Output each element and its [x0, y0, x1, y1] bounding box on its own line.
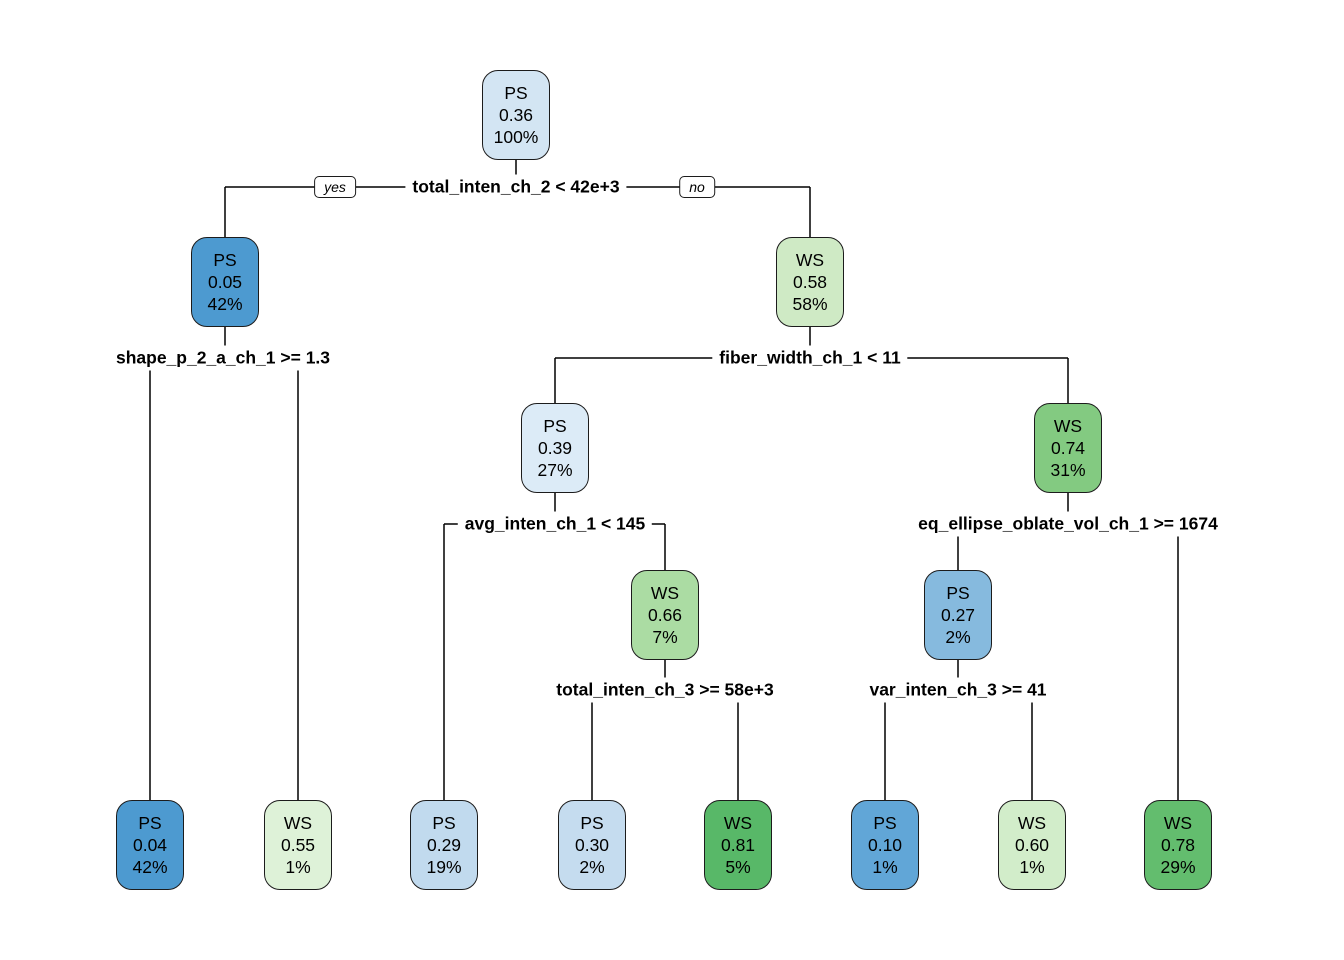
node-prob: 0.30 [574, 835, 610, 855]
leaf-6: PS 0.10 1% [851, 800, 919, 890]
node-prob: 0.10 [867, 835, 903, 855]
leaf-2: WS 0.55 1% [264, 800, 332, 890]
node-depth1-right: WS 0.58 58% [776, 237, 844, 327]
edge-shape-split [149, 327, 299, 800]
node-class: PS [432, 813, 456, 833]
node-prob: 0.78 [1160, 835, 1196, 855]
node-pct: 1% [1019, 857, 1045, 877]
node-depth2-right: WS 0.74 31% [1034, 403, 1102, 493]
node-class: WS [1017, 813, 1047, 833]
node-prob: 0.74 [1050, 438, 1086, 458]
node-prob: 0.66 [647, 605, 683, 625]
node-pct: 7% [652, 627, 678, 647]
node-prob: 0.27 [940, 605, 976, 625]
node-prob: 0.29 [426, 835, 462, 855]
node-prob: 0.58 [792, 272, 828, 292]
split-label-eq-ellipse-oblate-vol-ch1: eq_ellipse_oblate_vol_ch_1 >= 1674 [911, 511, 1225, 537]
node-pct: 19% [426, 857, 462, 877]
node-pct: 58% [792, 294, 828, 314]
node-class: WS [723, 813, 753, 833]
node-class: WS [1053, 416, 1083, 436]
node-prob: 0.55 [280, 835, 316, 855]
node-pct: 31% [1050, 460, 1086, 480]
node-prob: 0.36 [498, 105, 534, 125]
node-class: PS [504, 83, 528, 103]
node-class: WS [650, 583, 680, 603]
node-depth3-left: WS 0.66 7% [631, 570, 699, 660]
leaf-1: PS 0.04 42% [116, 800, 184, 890]
yes-branch-label: yes [314, 176, 356, 198]
node-class: PS [580, 813, 604, 833]
node-class: WS [283, 813, 313, 833]
node-prob: 0.39 [537, 438, 573, 458]
node-pct: 27% [537, 460, 573, 480]
split-label-fiber-width-ch1: fiber_width_ch_1 < 11 [712, 345, 908, 371]
node-prob: 0.60 [1014, 835, 1050, 855]
node-class: PS [873, 813, 897, 833]
node-depth3-right: PS 0.27 2% [924, 570, 992, 660]
leaf-8: WS 0.78 29% [1144, 800, 1212, 890]
node-prob: 0.05 [207, 272, 243, 292]
node-class: WS [1163, 813, 1193, 833]
node-pct: 100% [493, 127, 539, 147]
split-label-avg-inten-ch1: avg_inten_ch_1 < 145 [457, 511, 653, 537]
node-pct: 2% [945, 627, 971, 647]
node-class: WS [795, 250, 825, 270]
node-depth2-left: PS 0.39 27% [521, 403, 589, 493]
node-pct: 42% [132, 857, 168, 877]
split-label-shape-p2a-ch1: shape_p_2_a_ch_1 >= 1.3 [108, 345, 338, 371]
node-class: PS [213, 250, 237, 270]
node-prob: 0.04 [132, 835, 168, 855]
no-branch-label: no [679, 176, 715, 198]
node-class: PS [946, 583, 970, 603]
split-label-total-inten-ch2: total_inten_ch_2 < 42e+3 [405, 174, 627, 200]
node-pct: 1% [872, 857, 898, 877]
node-pct: 5% [725, 857, 751, 877]
node-pct: 29% [1160, 857, 1196, 877]
node-class: PS [138, 813, 162, 833]
leaf-7: WS 0.60 1% [998, 800, 1066, 890]
split-label-var-inten-ch3: var_inten_ch_3 >= 41 [862, 677, 1054, 703]
leaf-5: WS 0.81 5% [704, 800, 772, 890]
node-pct: 2% [579, 857, 605, 877]
split-label-total-inten-ch3: total_inten_ch_3 >= 58e+3 [549, 677, 781, 703]
leaf-4: PS 0.30 2% [558, 800, 626, 890]
node-pct: 42% [207, 294, 243, 314]
node-depth1-left: PS 0.05 42% [191, 237, 259, 327]
leaf-3: PS 0.29 19% [410, 800, 478, 890]
node-root: PS 0.36 100% [482, 70, 550, 160]
node-class: PS [543, 416, 567, 436]
node-pct: 1% [285, 857, 311, 877]
node-prob: 0.81 [720, 835, 756, 855]
